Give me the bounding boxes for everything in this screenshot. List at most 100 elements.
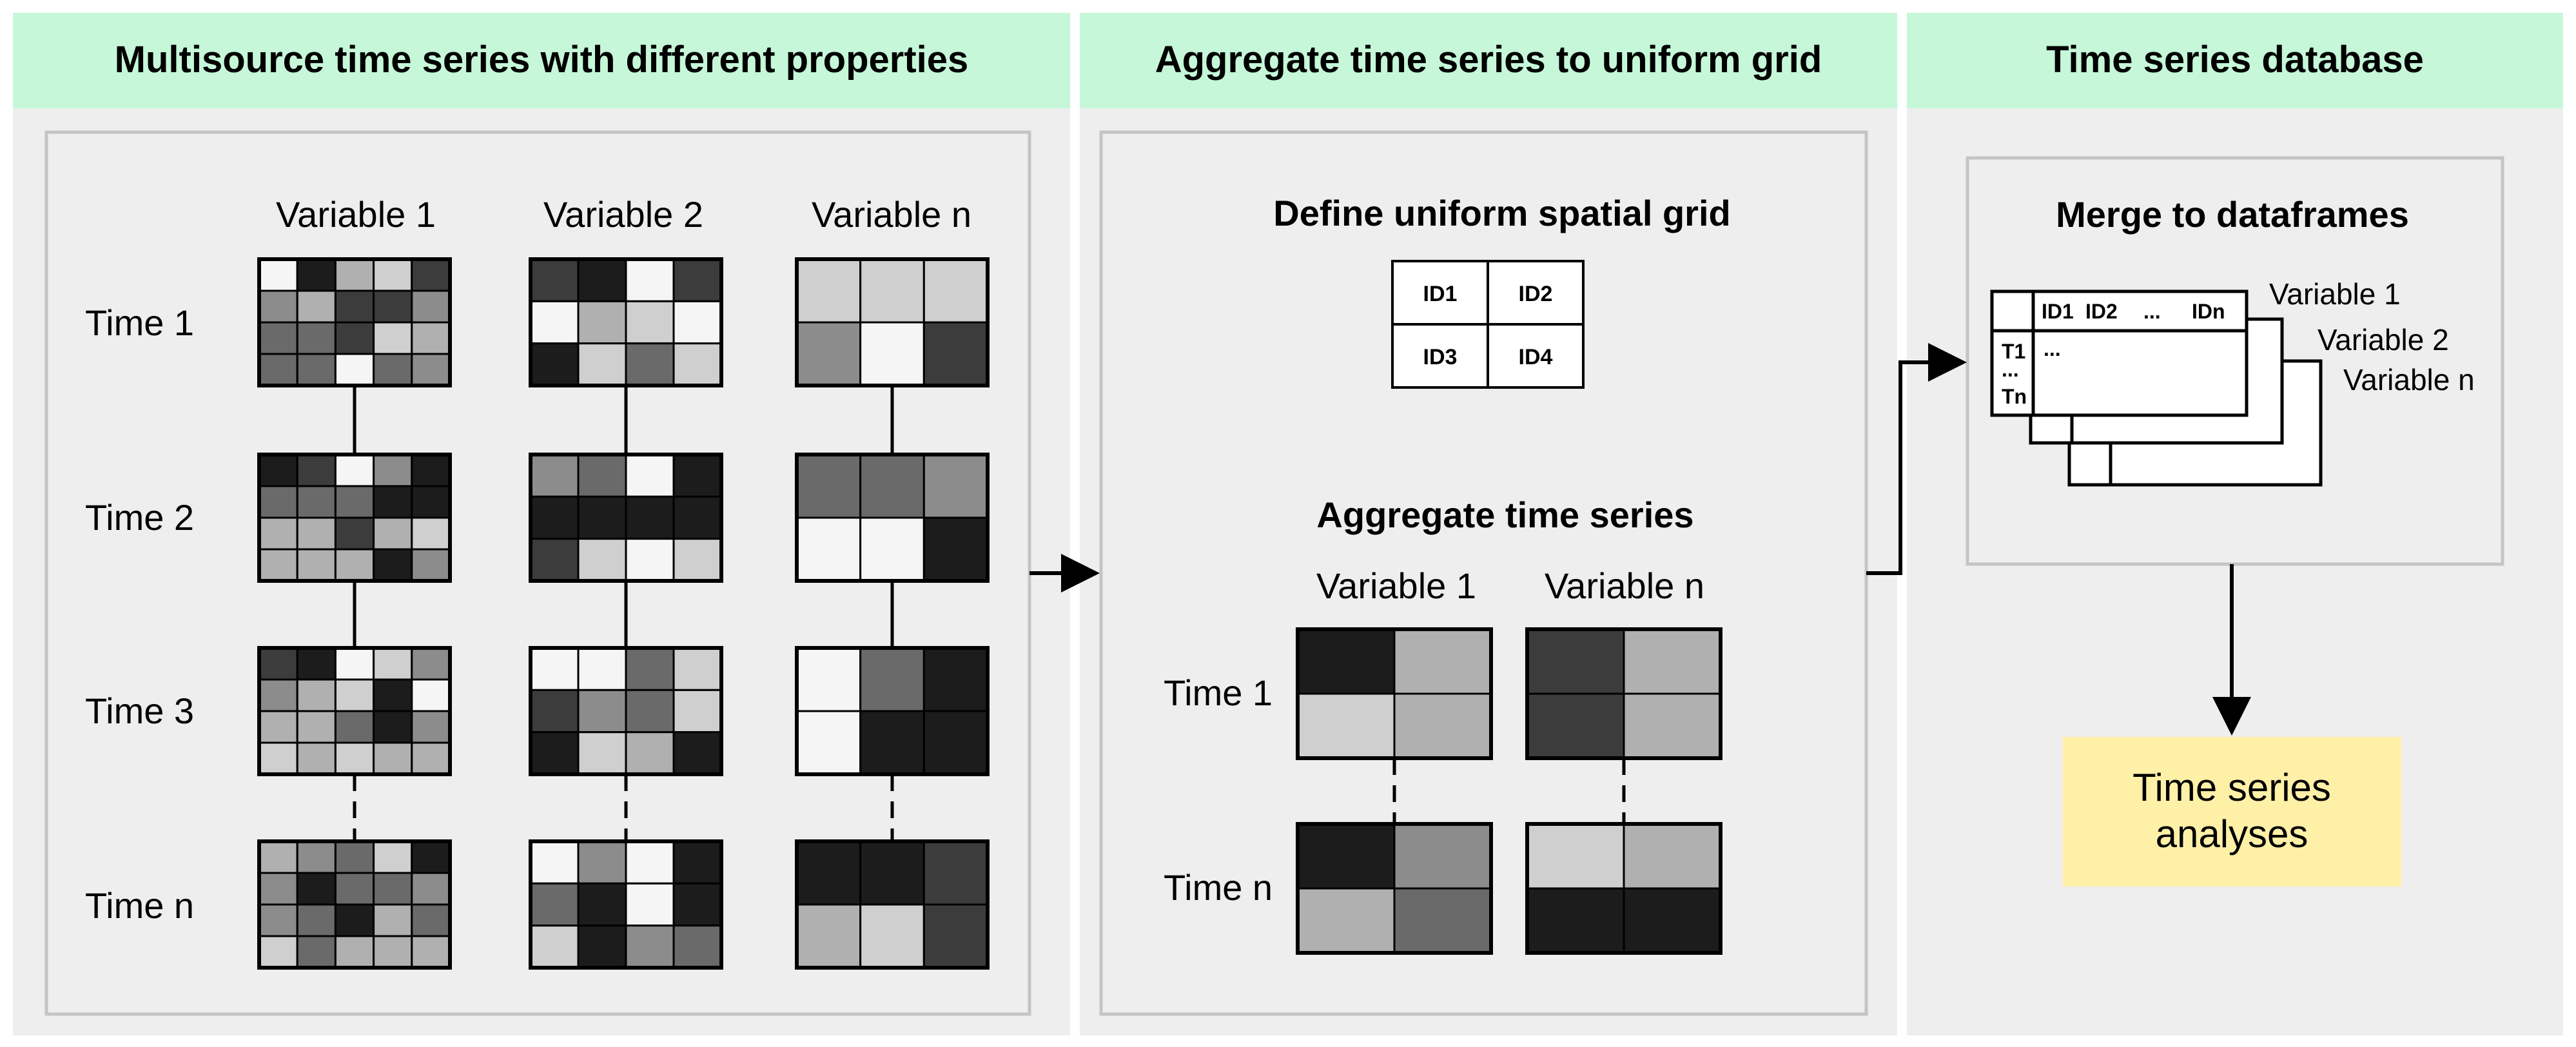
raster-cell	[334, 741, 375, 776]
raster-cell	[296, 872, 337, 906]
agg-row-label-time-n: Time n	[1164, 867, 1273, 908]
uniform-grid-cell-id2	[1487, 260, 1585, 326]
raster-cell	[296, 258, 337, 292]
raster-cell	[577, 925, 627, 969]
raster-cell	[258, 258, 298, 292]
panel-aggregate-header-bg	[1080, 13, 1897, 108]
panel-aggregate: Aggregate time series to uniform grid De…	[1080, 13, 1897, 1035]
grid-id-label: ID1	[1423, 282, 1458, 306]
arrow-to-database	[1866, 343, 1967, 575]
raster-cell	[296, 678, 337, 712]
raster-cell	[625, 731, 675, 776]
raster-cell	[1393, 628, 1492, 695]
raster-cell	[334, 321, 375, 355]
output-label-line-1: Time series	[2132, 766, 2331, 809]
raster-cell	[625, 925, 675, 969]
raster-cell	[258, 872, 298, 906]
raster-grid	[257, 257, 452, 387]
raster-cell	[922, 453, 989, 519]
raster-cell	[258, 548, 298, 582]
raster-cell	[296, 710, 337, 744]
raster-cell	[529, 882, 580, 927]
stack-label-variable-n: Variable n	[2343, 363, 2475, 396]
raster-cell	[258, 353, 298, 387]
raster-cell	[373, 516, 413, 551]
raster-cell	[672, 731, 723, 776]
raster-cell	[795, 647, 862, 712]
row-label-time-n: Time n	[85, 885, 194, 926]
raster-cell	[334, 903, 375, 937]
merge-box	[1966, 156, 2504, 566]
raster-cell	[334, 840, 375, 874]
raster-cell	[258, 935, 298, 969]
raster-cell	[296, 741, 337, 776]
raster-cell	[577, 495, 627, 540]
aggregated-raster-grids	[1296, 627, 1722, 955]
raster-cell	[859, 453, 925, 519]
raster-cell	[373, 258, 413, 292]
raster-cell	[411, 548, 451, 582]
raster-cell	[577, 300, 627, 345]
column-label-variable-2: Variable 2	[543, 194, 703, 235]
raster-cell	[411, 453, 451, 487]
raster-grid	[257, 453, 452, 583]
raster-cell	[373, 485, 413, 519]
raster-cell	[625, 342, 675, 387]
raster-cell	[922, 321, 989, 387]
aggregated-grid	[1525, 822, 1722, 955]
raster-cell	[625, 882, 675, 927]
panel-multisource-header-bg	[13, 13, 1070, 108]
raster-cell	[859, 516, 925, 582]
df-column-header: ID2	[2085, 300, 2118, 323]
raster-cell	[1296, 823, 1396, 890]
column-label-variable-n: Variable n	[812, 194, 971, 235]
raster-cell	[411, 353, 451, 387]
raster-cell	[1393, 823, 1492, 890]
raster-cell	[373, 548, 413, 582]
raster-cell	[577, 647, 627, 691]
raster-cell	[258, 289, 298, 324]
raster-cell	[334, 678, 375, 712]
raster-cell	[625, 300, 675, 345]
raster-cell	[296, 903, 337, 937]
raster-cell	[922, 840, 989, 906]
raster-cell	[334, 289, 375, 324]
raster-cell	[795, 258, 862, 324]
raster-cell	[1296, 887, 1396, 954]
grid-definition-title: Define uniform spatial grid	[1273, 193, 1730, 233]
output-label-line-2: analyses	[2156, 812, 2308, 856]
raster-cell	[577, 258, 627, 302]
raster-cell	[577, 840, 627, 885]
raster-cell	[296, 321, 337, 355]
raster-cell	[529, 647, 580, 691]
df-column-header: ...	[2143, 300, 2161, 323]
raster-cell	[334, 710, 375, 744]
raster-cell	[411, 741, 451, 776]
raster-cell	[859, 321, 925, 387]
raster-cell	[258, 516, 298, 551]
agg-column-label-variable-1: Variable 1	[1316, 565, 1476, 606]
df-column-header: IDn	[2192, 300, 2225, 323]
raster-cell	[577, 882, 627, 927]
multisource-raster-grids	[257, 257, 990, 970]
raster-cell	[296, 647, 337, 681]
raster-grid	[257, 646, 452, 776]
raster-cell	[411, 647, 451, 681]
raster-cell	[296, 840, 337, 874]
df-row-header: Tn	[2002, 385, 2027, 408]
raster-cell	[411, 289, 451, 324]
raster-cell	[1623, 823, 1722, 890]
stack-label-variable-1: Variable 1	[2269, 277, 2401, 311]
raster-cell	[296, 935, 337, 969]
raster-cell	[334, 872, 375, 906]
raster-cell	[859, 258, 925, 324]
raster-cell	[373, 741, 413, 776]
raster-cell	[258, 453, 298, 487]
raster-cell	[529, 453, 580, 498]
raster-grid	[257, 839, 452, 970]
raster-cell	[859, 647, 925, 712]
uniform-grid: ID1 ID2 ID3 ID4	[1391, 260, 1585, 389]
agg-row-label-time-1: Time 1	[1164, 672, 1273, 713]
raster-cell	[373, 840, 413, 874]
raster-cell	[922, 903, 989, 969]
